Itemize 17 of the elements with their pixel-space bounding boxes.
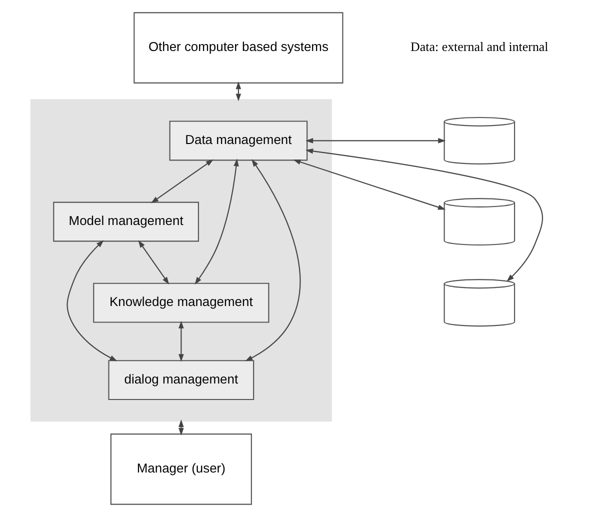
node-box: Data management	[169, 120, 308, 161]
arrow	[178, 320, 184, 362]
arrow	[194, 158, 239, 285]
node-box: dialog management	[108, 360, 254, 400]
node-box: Model management	[53, 202, 199, 242]
cluster	[30, 99, 332, 422]
node-box: Knowledge management	[93, 282, 270, 323]
arrow	[66, 240, 118, 362]
arrow	[138, 240, 170, 284]
label: Data: external and internal	[410, 39, 548, 54]
arrow	[150, 159, 214, 204]
node-box: Manager (user)	[110, 434, 252, 505]
arrow	[306, 138, 446, 144]
node-box: Other computer based systems	[134, 12, 344, 84]
arrow	[245, 159, 301, 362]
arrow	[305, 148, 543, 282]
arrow	[293, 160, 446, 210]
